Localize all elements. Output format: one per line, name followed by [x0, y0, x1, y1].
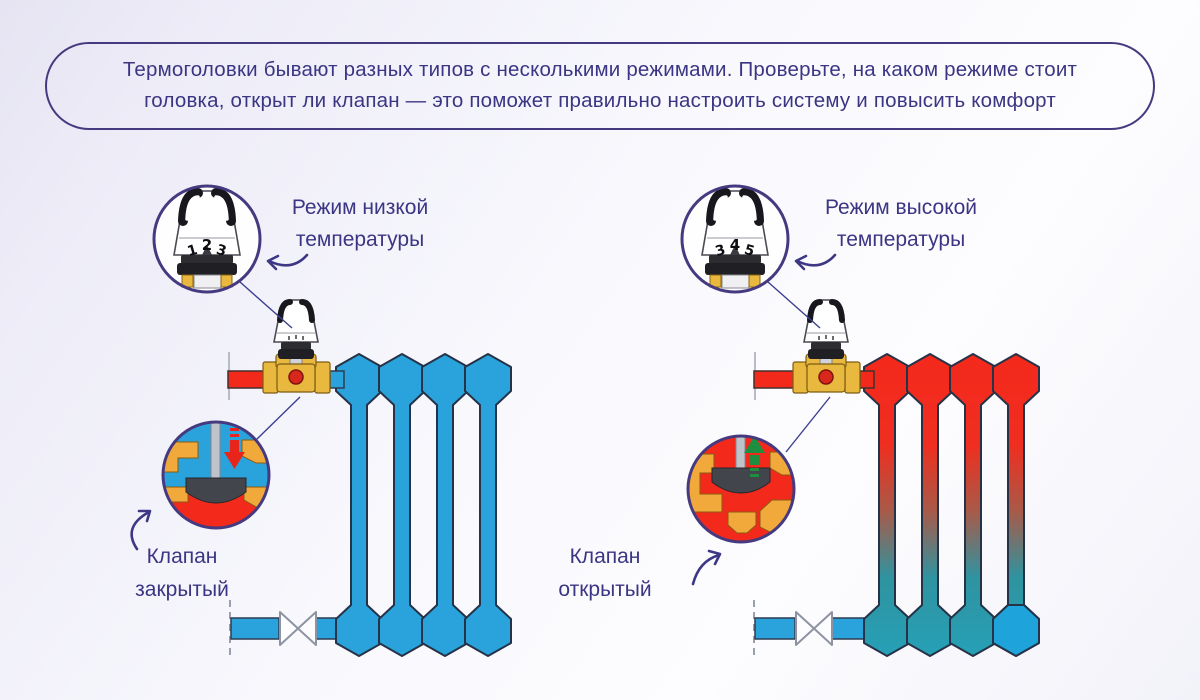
- panel-low-temperature: [130, 184, 512, 658]
- flow-open-arrow-up: [744, 436, 765, 477]
- shutoff-valve-icon-left: [279, 611, 317, 646]
- valve-section-circle-closed: [161, 420, 271, 530]
- supply-pipe-right: [753, 352, 875, 400]
- valve-label-closed: Клапан закрытый: [135, 545, 229, 601]
- mode-label-low: Режим низкой температуры: [291, 196, 429, 251]
- thermo-head-small-right: [804, 300, 848, 359]
- return-pipe-left: [230, 611, 344, 646]
- mode-arrow-left: [267, 253, 309, 267]
- radiator-cold: [335, 353, 512, 657]
- valve-label-open: Клапан открытый: [558, 545, 652, 601]
- valve-arrow-right-head: [707, 549, 722, 566]
- mode-arrow-right: [795, 253, 837, 267]
- leader-line-head-right: [767, 281, 821, 329]
- banner-note: Термоголовки бывают разных типов с неско…: [45, 42, 1155, 130]
- radiator-hot: [863, 353, 1040, 657]
- mode-arrow-right-head: [794, 254, 808, 271]
- valve-plug-closed: [185, 477, 247, 504]
- dial-numbers-high: 3 4 5: [704, 236, 766, 260]
- mode-arrow-left-head: [266, 254, 280, 271]
- panel-high-temperature: [680, 184, 1040, 658]
- head-closeup-circle-right: [680, 184, 790, 294]
- head-closeup-circle-left: [152, 184, 262, 294]
- mode-label-high: Режим высокой температуры: [824, 196, 978, 251]
- leader-line-valve-left: [255, 396, 301, 441]
- dial-digit: 2: [201, 236, 213, 254]
- valve-arrow-right: [691, 553, 721, 586]
- valve-arrow-left: [130, 510, 151, 551]
- return-pipe-right: [754, 611, 865, 646]
- valve-section-circle-open: [686, 434, 796, 544]
- shutoff-valve-icon-right: [795, 611, 833, 646]
- dial-numbers-low: 1 2 3: [176, 236, 238, 260]
- leader-line-head-left: [239, 281, 293, 329]
- flow-blocked-arrow-down: [224, 428, 245, 469]
- valve-arrow-left-head: [137, 509, 152, 523]
- thermo-head-small-left: [274, 300, 318, 359]
- dial-digit: 4: [729, 236, 741, 254]
- leader-line-valve-right: [785, 396, 831, 453]
